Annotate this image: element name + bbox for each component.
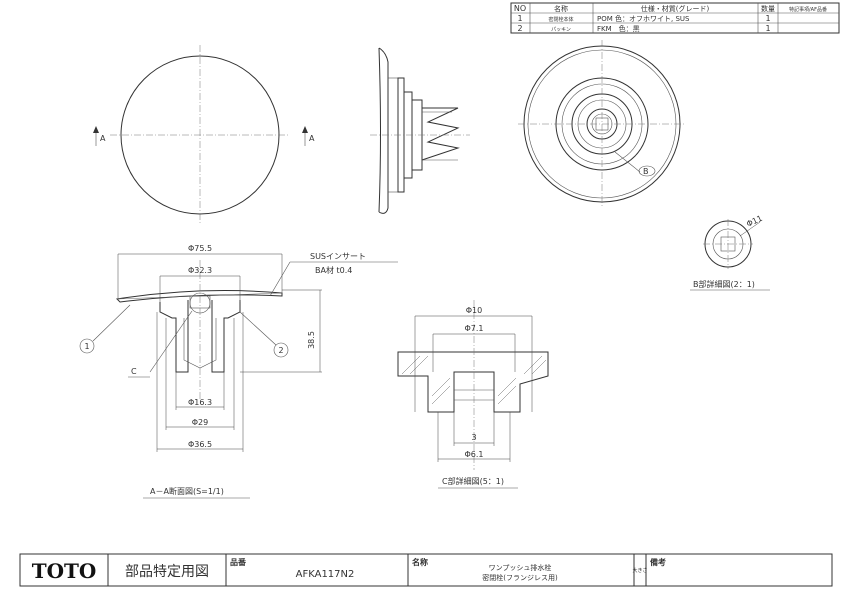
section-marker-right: A (309, 134, 315, 143)
aa-insert-note: SUSインサート (310, 252, 366, 261)
balloon-1: 1 (84, 342, 89, 351)
bottom-view: B (518, 40, 686, 208)
c-dim-61: Φ6.1 (464, 450, 483, 459)
table-header-name: 名称 (554, 4, 568, 13)
table-header-spec: 仕様・材質(グレード) (641, 4, 710, 13)
c-dim-3: 3 (471, 433, 476, 442)
table-row-1-name: 密閉栓本体 (548, 16, 573, 23)
aa-dim-inner3: Φ36.5 (188, 440, 212, 449)
name-label: 名称 (412, 557, 428, 567)
detail-b-title: B部詳細図(2：1) (693, 279, 755, 289)
table-row-2-qty: 1 (765, 24, 770, 33)
aa-dim-inner2: Φ29 (192, 418, 208, 427)
detail-c-title: C部詳細図(5：1) (442, 476, 504, 486)
table-row-1-spec: POM 色：オフホワイト, SUS (597, 14, 690, 23)
detail-c-view: Φ10 Φ7.1 3 Φ6.1 C部詳細図(5：1) (397, 300, 549, 489)
remarks-label: 備考 (650, 557, 666, 567)
table-row-2-no: 2 (517, 24, 522, 33)
part-no-label: 品番 (230, 557, 247, 567)
doc-type: 部品特定用図 (125, 564, 209, 580)
section-aa-title: A－A断面図(S=1/1) (150, 486, 224, 496)
title-block: TOTO 部品特定用図 品番 AFKA117N2 名称 ワンプッシュ排水栓 密閉… (19, 553, 833, 587)
name-line-2: 密閉栓(フランジレス用) (482, 573, 558, 582)
detail-b-dimension: Φ11 (745, 214, 764, 229)
section-aa-view: Φ75.5 Φ32.3 SUSインサート BA材 t0.4 38.5 Φ16.3… (79, 244, 398, 499)
table-header-note: 特記事項/AF品番 (789, 6, 827, 13)
part-no: AFKA117N2 (296, 569, 355, 580)
aa-material-note: BA材 t0.4 (315, 265, 352, 275)
section-marker-left: A (100, 134, 106, 143)
table-row-1-no: 1 (517, 14, 522, 23)
balloon-2: 2 (278, 346, 283, 355)
name-line-1: ワンプッシュ排水栓 (489, 563, 552, 572)
table-row-1-qty: 1 (765, 14, 770, 23)
parts-table: NO 名称 仕様・材質(グレード) 数量 特記事項/AF品番 1 密閉栓本体 P… (510, 2, 840, 34)
detail-c-marker: C (131, 367, 137, 376)
side-label: 大きさ (632, 567, 647, 574)
detail-b-view: Φ11 B部詳細図(2：1) (690, 214, 770, 291)
aa-dim-outer: Φ75.5 (188, 244, 212, 253)
side-view (370, 47, 470, 214)
table-header-qty: 数量 (761, 4, 775, 13)
aa-dim-top: Φ32.3 (188, 266, 212, 275)
c-dim-71: Φ7.1 (464, 324, 483, 333)
c-dim-10: Φ10 (466, 306, 482, 315)
table-header-no: NO (514, 4, 526, 13)
detail-b-marker: B (643, 167, 649, 176)
table-row-2-spec: FKM 色：黒 (597, 24, 640, 33)
top-view: A A (93, 45, 315, 225)
table-row-2-name: パッキン (551, 27, 571, 33)
aa-dim-height: 38.5 (307, 331, 316, 349)
aa-dim-inner1: Φ16.3 (188, 398, 212, 407)
brand-logo: TOTO (32, 559, 97, 583)
